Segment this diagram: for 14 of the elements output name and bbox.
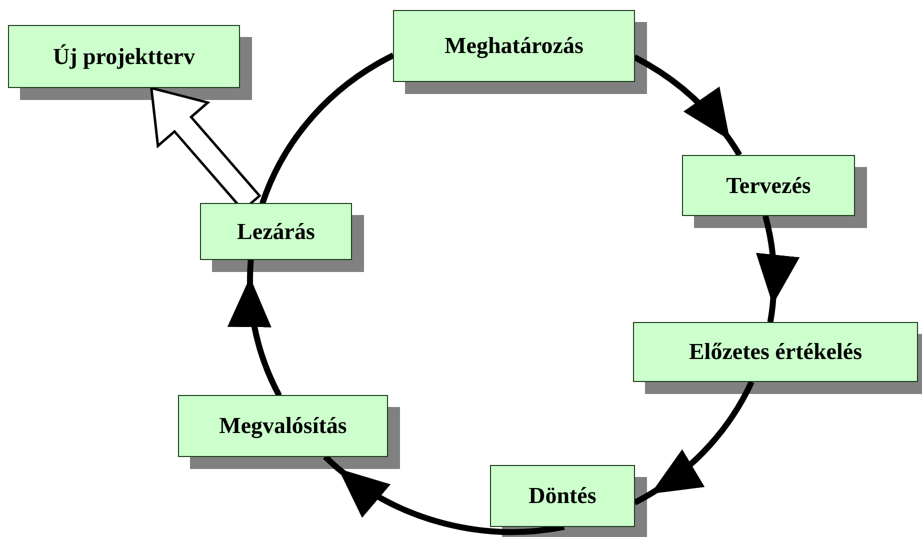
step-label: Tervezés bbox=[726, 172, 811, 198]
step-label: Meghatározás bbox=[444, 33, 584, 59]
process-box bbox=[490, 465, 635, 527]
step-label: Döntés bbox=[528, 483, 596, 509]
step-label: Új projektterv bbox=[53, 44, 195, 70]
process-box bbox=[200, 203, 352, 260]
process-box bbox=[393, 10, 635, 82]
step-label: Lezárás bbox=[237, 218, 315, 244]
process-box bbox=[633, 322, 918, 382]
step-label: Előzetes értékelés bbox=[688, 339, 862, 365]
step-label: Megvalósítás bbox=[219, 413, 347, 439]
process-box bbox=[682, 155, 855, 216]
process-box bbox=[178, 395, 388, 457]
process-box bbox=[8, 25, 240, 88]
